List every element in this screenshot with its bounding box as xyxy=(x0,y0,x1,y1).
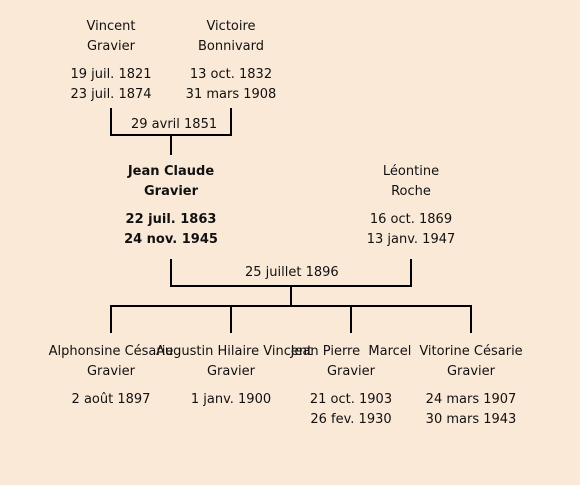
person-first-name: Léontine xyxy=(382,164,440,179)
grandparents-link xyxy=(110,108,232,155)
person-alphonsine-cesarie-gravier[interactable]: Alphonsine Césarie Gravier 2 août 1897 xyxy=(36,342,186,410)
person-first-name: Augustin Hilaire Vincent xyxy=(156,344,313,359)
person-birth-date: 21 oct. 1903 xyxy=(309,392,393,407)
person-first-name: Vincent xyxy=(86,19,136,34)
person-last-name: Gravier xyxy=(86,364,136,379)
person-birth-date: 2 août 1897 xyxy=(71,392,151,407)
person-death-date: 30 mars 1943 xyxy=(425,412,517,427)
person-last-name: Gravier xyxy=(143,184,198,199)
person-birth-date: 22 juil. 1863 xyxy=(125,212,217,227)
person-last-name: Gravier xyxy=(86,39,136,54)
person-death-date: 13 janv. 1947 xyxy=(366,232,456,247)
person-first-name: Victoire xyxy=(206,19,256,34)
person-last-name: Gravier xyxy=(326,364,376,379)
person-birth-date: 1 janv. 1900 xyxy=(190,392,272,407)
person-first-name: Jean Claude xyxy=(127,164,215,179)
parents-link xyxy=(170,259,412,306)
person-augustin-hilaire-vincent-gravier[interactable]: Augustin Hilaire Vincent Gravier 1 janv.… xyxy=(156,342,313,410)
person-victoire-bonnivard[interactable]: Victoire Bonnivard 13 oct. 1832 31 mars … xyxy=(156,17,306,105)
person-first-name: Alphonsine Césarie xyxy=(48,344,174,359)
person-birth-date: 24 mars 1907 xyxy=(425,392,517,407)
person-birth-date: 19 juil. 1821 xyxy=(70,67,152,82)
person-death-date: 31 mars 1908 xyxy=(185,87,277,102)
person-last-name: Gravier xyxy=(446,364,496,379)
person-vitorine-cesarie-gravier[interactable]: Vitorine Césarie Gravier 24 mars 1907 30… xyxy=(396,342,546,430)
person-first-name: Jean Pierre Marcel xyxy=(290,344,412,359)
marriage-date-parents: 25 juillet 1896 xyxy=(243,265,341,280)
person-death-date: 26 fev. 1930 xyxy=(310,412,392,427)
person-vincent-gravier[interactable]: Vincent Gravier 19 juil. 1821 23 juil. 1… xyxy=(36,17,186,105)
person-first-name: Vitorine Césarie xyxy=(419,344,523,359)
person-last-name: Gravier xyxy=(206,364,256,379)
person-birth-date: 16 oct. 1869 xyxy=(369,212,453,227)
children-link xyxy=(110,305,472,333)
person-last-name: Roche xyxy=(391,184,431,199)
person-death-date: 24 nov. 1945 xyxy=(124,232,218,247)
person-jean-pierre-marcel-gravier[interactable]: Jean Pierre Marcel Gravier 21 oct. 1903 … xyxy=(276,342,426,430)
person-jean-claude-gravier[interactable]: Jean Claude Gravier 22 juil. 1863 24 nov… xyxy=(96,162,246,250)
person-birth-date: 13 oct. 1832 xyxy=(189,67,273,82)
marriage-date-grandparents: 29 avril 1851 xyxy=(129,117,220,132)
person-death-date: 23 juil. 1874 xyxy=(70,87,152,102)
person-last-name: Bonnivard xyxy=(198,39,264,54)
person-leontine-roche[interactable]: Léontine Roche 16 oct. 1869 13 janv. 194… xyxy=(336,162,486,250)
